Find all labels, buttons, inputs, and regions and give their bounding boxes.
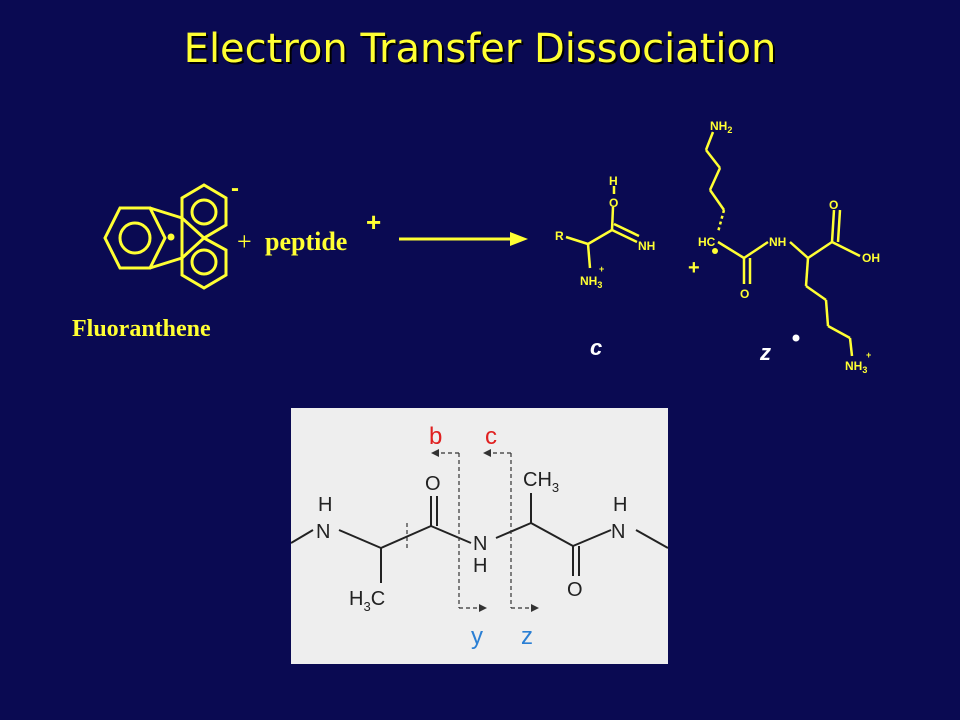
peptide-label: peptide	[265, 227, 347, 256]
label-c: c	[485, 423, 497, 450]
label-b: b	[429, 423, 442, 450]
reaction-scheme: - + peptide + Fluoranthene H O R NH NH3 …	[72, 119, 880, 375]
atom-mid-n: N	[473, 533, 487, 555]
z-atom-nh3-charge: +	[866, 350, 871, 360]
reaction-arrow	[399, 232, 528, 246]
atom-right-h: H	[613, 494, 627, 516]
fluoranthene-label: Fluoranthene	[72, 316, 211, 342]
z-atom-nh3: NH3	[845, 359, 867, 375]
peptide-charge: +	[366, 207, 381, 237]
label-y: y	[471, 623, 483, 650]
atom-left-n: N	[316, 521, 330, 543]
atom-o-bottom: O	[567, 579, 583, 601]
z-fragment-structure	[704, 131, 861, 357]
z-radical-dot	[792, 334, 800, 342]
cleavage-lines	[406, 452, 531, 609]
c-atom-nh3: NH3	[580, 274, 602, 290]
c-arrowhead	[483, 449, 491, 457]
c-fragment-structure	[565, 186, 640, 269]
z-atom-hc: HC	[698, 235, 716, 249]
z-atom-o-bottom: O	[740, 287, 749, 301]
z-fragment-label: z	[759, 340, 771, 365]
atom-right-n: N	[611, 521, 625, 543]
slide-title: Electron Transfer Dissociation	[183, 26, 777, 72]
z-atom-oh: OH	[862, 251, 880, 265]
z-radical-dot-small	[712, 248, 718, 254]
label-z: z	[521, 623, 533, 650]
z-arrowhead	[531, 604, 539, 612]
y-arrowhead	[479, 604, 487, 612]
z-atom-o-top: O	[829, 198, 838, 212]
c-atom-nh3-charge: +	[599, 264, 604, 274]
atom-h3c: H3C	[349, 588, 385, 614]
backbone-bonds	[290, 493, 669, 583]
b-arrowhead	[431, 449, 439, 457]
c-atom-o: O	[609, 196, 618, 210]
fluoranthene-structure	[103, 183, 228, 290]
radical-dot	[167, 233, 175, 241]
atom-ch3-top: CH3	[523, 469, 559, 495]
c-atom-nh: NH	[638, 239, 655, 253]
atom-o-top: O	[425, 473, 441, 495]
cleavage-figure-svg: b c y z H N O N H CH3 H N O H3C	[290, 423, 669, 650]
c-atom-r: R	[555, 229, 564, 243]
atom-left-h: H	[318, 494, 332, 516]
cleavage-figure: b c y z H N O N H CH3 H N O H3C	[290, 408, 669, 664]
fluoranthene-charge: -	[231, 175, 239, 202]
z-atom-nh2: NH2	[710, 119, 732, 135]
atom-mid-h: H	[473, 555, 487, 577]
c-fragment-label: c	[590, 335, 602, 360]
reactant-plus: +	[237, 227, 252, 256]
c-atom-h: H	[609, 174, 618, 188]
products-plus: +	[688, 257, 700, 279]
z-atom-nh: NH	[769, 235, 786, 249]
